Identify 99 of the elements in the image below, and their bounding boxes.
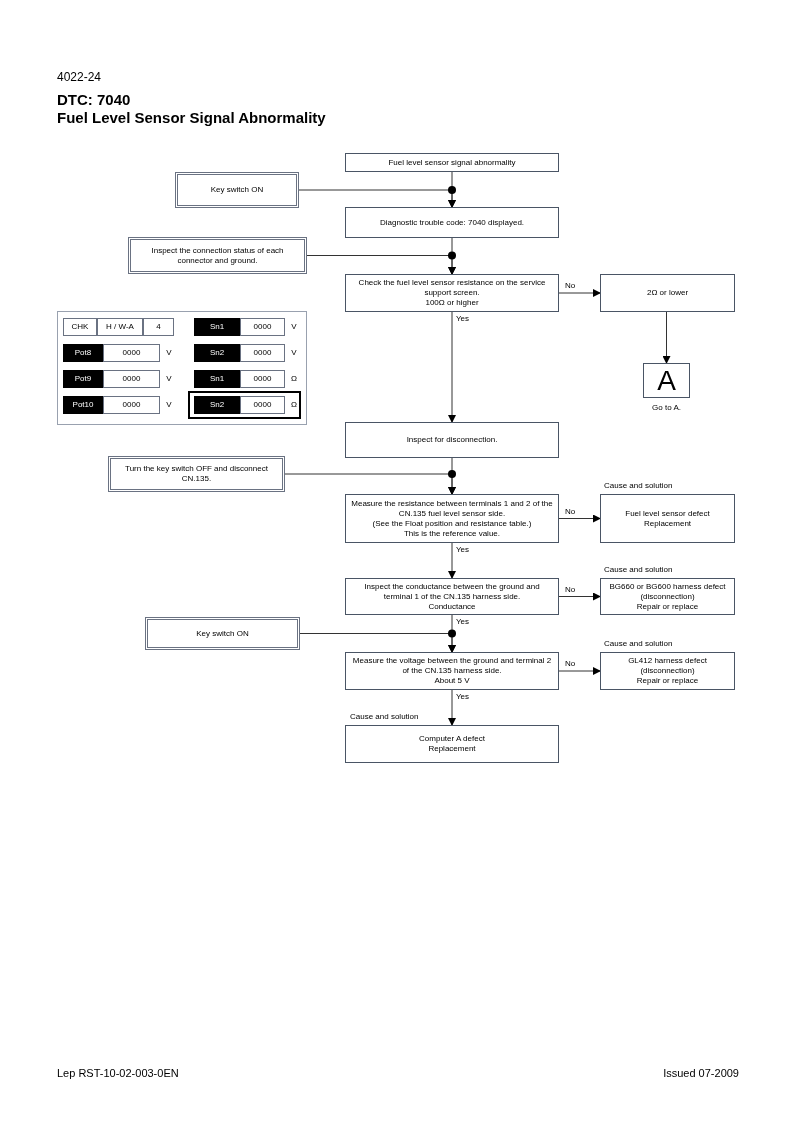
box-text: Key switch ON bbox=[196, 628, 249, 639]
process-box bbox=[600, 494, 735, 543]
box-text: This is the reference value. bbox=[403, 528, 500, 539]
channel-label: Sn1 bbox=[194, 370, 240, 388]
cause-heading: Cause and solution bbox=[604, 565, 673, 575]
channel-label: Pot10 bbox=[63, 396, 103, 414]
box-text: Inspect the connection status of each connector and ground. bbox=[150, 245, 285, 266]
connector-letter: A bbox=[657, 365, 676, 396]
process-box bbox=[345, 578, 559, 615]
edge-label: Yes bbox=[456, 545, 470, 555]
step-box bbox=[108, 456, 285, 492]
document-code: Lep RST-10-02-003-0EN bbox=[57, 1066, 179, 1081]
edge-label: Yes bbox=[456, 617, 470, 627]
arrow bbox=[558, 289, 601, 297]
box-text: BG660 or BG600 harness defect bbox=[609, 581, 726, 592]
box-text: Key switch ON bbox=[210, 185, 264, 195]
step-box bbox=[175, 172, 299, 208]
box-text: Replacement bbox=[428, 744, 476, 754]
process-box bbox=[600, 578, 735, 615]
edge-label: No bbox=[565, 659, 576, 669]
edge-label: No bbox=[565, 584, 576, 595]
step-box bbox=[128, 237, 307, 274]
value-cell: CHK bbox=[63, 318, 97, 336]
arrow bbox=[448, 689, 456, 726]
process-box bbox=[600, 274, 735, 312]
cause-heading: Cause and solution bbox=[604, 639, 673, 649]
value-cell: 4 bbox=[143, 318, 174, 336]
edge-label: Yes bbox=[456, 692, 470, 702]
cause-heading: Cause and solution bbox=[350, 712, 419, 722]
process-box bbox=[345, 422, 559, 458]
box-text: Conductance bbox=[428, 601, 476, 612]
unit-text: V bbox=[165, 399, 173, 411]
box-text: (disconnection) bbox=[640, 666, 695, 676]
box-text: (See the Float position and resistance table.) bbox=[372, 518, 532, 529]
arrow bbox=[662, 311, 671, 364]
unit-text: V bbox=[290, 347, 298, 359]
box-text: Check the fuel level sensor resistance on the service support screen. bbox=[357, 278, 547, 298]
arrow bbox=[306, 255, 456, 275]
issue-date: Issued 07-2009 bbox=[663, 1066, 739, 1081]
box-text: 100Ω or higher bbox=[425, 298, 479, 308]
box-text: Repair or replace bbox=[636, 601, 699, 612]
process-box bbox=[345, 494, 559, 543]
box-text: Fuel level sensor defect bbox=[625, 508, 710, 519]
arrow bbox=[284, 473, 456, 495]
process-box bbox=[345, 153, 559, 172]
box-text: About 5 V bbox=[434, 676, 470, 686]
unit-text: Ω bbox=[290, 373, 298, 385]
box-text: 2Ω or lower bbox=[646, 288, 689, 298]
box-text: (disconnection) bbox=[640, 591, 695, 602]
channel-label: Pot9 bbox=[63, 370, 103, 388]
value-cell: 0000 bbox=[103, 370, 160, 388]
arrow bbox=[558, 667, 601, 675]
box-text: Inspect for disconnection. bbox=[406, 435, 498, 445]
process-box bbox=[345, 652, 559, 690]
arrow bbox=[448, 311, 456, 423]
process-box bbox=[600, 652, 735, 690]
value-cell: 0000 bbox=[240, 396, 285, 414]
box-text: Measure the resistance between terminals 1 and 2 of the CN.135 fuel level sensor side. bbox=[350, 498, 554, 519]
process-box bbox=[345, 207, 559, 238]
edge-label: No bbox=[565, 506, 576, 517]
channel-label: Sn1 bbox=[194, 318, 240, 336]
box-text: Computer A defect bbox=[419, 734, 485, 744]
connector-box bbox=[643, 363, 690, 398]
unit-text: V bbox=[165, 347, 173, 359]
arrow bbox=[299, 633, 456, 653]
channel-label: Sn2 bbox=[194, 396, 240, 414]
box-text: Measure the voltage between the ground and terminal 2 of the CN.135 harness side. bbox=[351, 656, 553, 676]
box-text: GL412 harness defect bbox=[628, 656, 707, 666]
box-text: Inspect the conductance between the ground and terminal 1 of the CN.135 harness side. bbox=[363, 581, 541, 602]
cause-heading: Cause and solution bbox=[604, 481, 673, 491]
channel-label: Pot8 bbox=[63, 344, 103, 362]
arrow bbox=[558, 592, 601, 601]
value-cell: 0000 bbox=[103, 344, 160, 362]
box-text: Repair or replace bbox=[636, 676, 699, 686]
process-box bbox=[345, 274, 559, 312]
value-cell: H / W-A bbox=[97, 318, 143, 336]
value-cell: 0000 bbox=[103, 396, 160, 414]
unit-text: Ω bbox=[290, 399, 298, 411]
title: Fuel Level Sensor Signal Abnormality bbox=[57, 109, 326, 127]
value-cell: 0000 bbox=[240, 370, 285, 388]
arrow bbox=[298, 189, 456, 208]
edge-label: Yes bbox=[456, 314, 470, 324]
process-box bbox=[345, 725, 559, 763]
unit-text: V bbox=[165, 373, 173, 385]
beside-text: Go to A. bbox=[651, 403, 682, 413]
edge-label: No bbox=[565, 281, 576, 291]
box-text: Diagnostic trouble code: 7040 displayed. bbox=[379, 217, 525, 228]
dtc-heading: DTC: 7040 bbox=[57, 91, 131, 109]
box-text: Replacement bbox=[643, 518, 692, 529]
arrow bbox=[448, 542, 456, 579]
box-text: Turn the key switch OFF and disconnect CN.135. bbox=[124, 464, 269, 484]
channel-label: Sn2 bbox=[194, 344, 240, 362]
box-text: Fuel level sensor signal abnormality bbox=[388, 157, 516, 168]
unit-text: V bbox=[290, 321, 298, 333]
step-box bbox=[145, 617, 300, 650]
page-number: 4022-24 bbox=[57, 69, 102, 86]
value-cell: 0000 bbox=[240, 318, 285, 336]
arrow bbox=[558, 514, 601, 523]
value-cell: 0000 bbox=[240, 344, 285, 362]
